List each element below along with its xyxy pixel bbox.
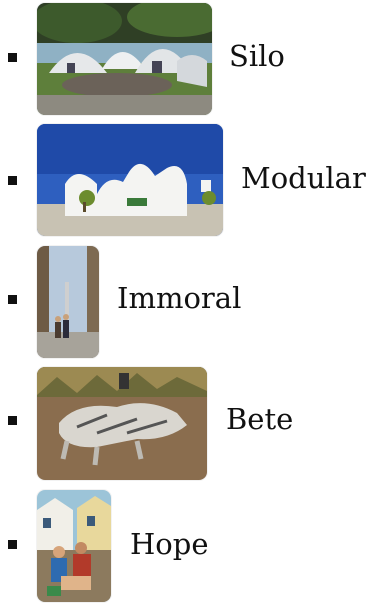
item-label: Hope: [130, 527, 209, 561]
immoral-column-statue-image[interactable]: [37, 246, 99, 358]
bullet-icon: [8, 176, 17, 185]
item-label: Immoral: [117, 281, 242, 315]
item-label: Modular: [241, 161, 366, 195]
bullet-icon: [8, 540, 17, 549]
list-item: Immoral: [0, 244, 367, 360]
list-item: Bete: [0, 364, 367, 484]
hope-people-street-image[interactable]: [37, 490, 111, 602]
bete-scrap-metal-animal-image[interactable]: [37, 367, 207, 480]
list-item: Silo: [0, 0, 367, 116]
silo-dome-houses-image[interactable]: [37, 3, 212, 115]
bullet-icon: [8, 295, 17, 304]
item-label: Silo: [229, 39, 285, 73]
list-item: Modular: [0, 120, 367, 240]
bullet-icon: [8, 53, 17, 62]
list-item: Hope: [0, 488, 367, 603]
item-label: Bete: [226, 402, 294, 436]
bullet-icon: [8, 416, 17, 425]
modular-white-building-image[interactable]: [37, 124, 223, 236]
